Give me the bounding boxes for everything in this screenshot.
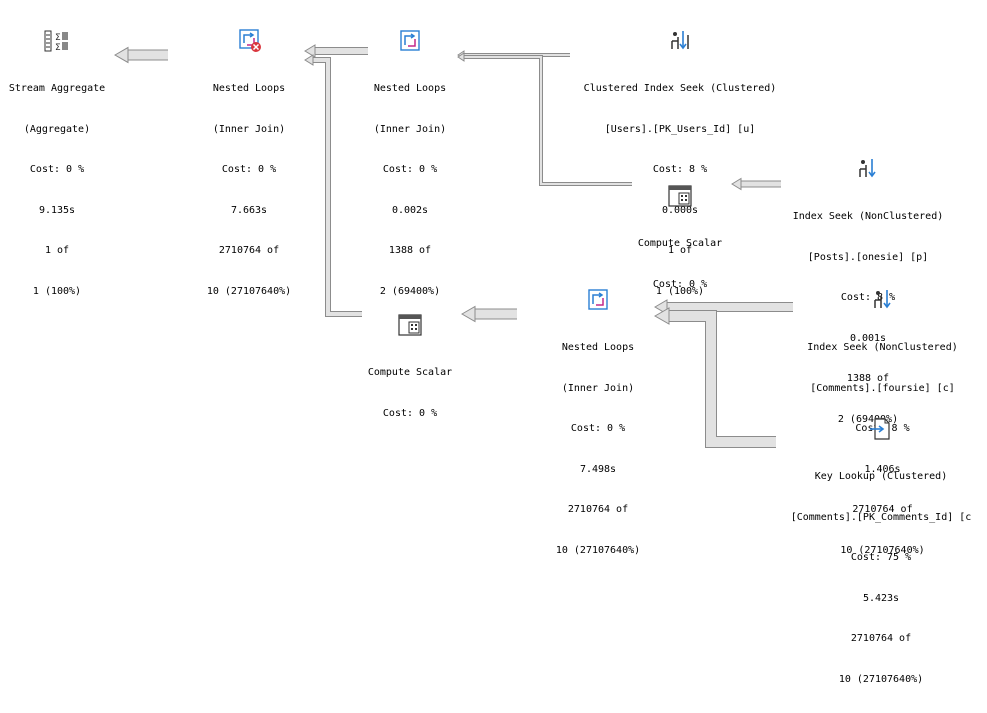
- node-rows-actual: 1388 of: [388, 245, 432, 256]
- compute-scalar-icon: [398, 314, 422, 336]
- arrow-key-lookup-to-nested-loops-3: [653, 307, 776, 448]
- node-rows-actual: 2710764 of: [850, 633, 912, 644]
- node-compute-scalar-2[interactable]: Compute Scalar Cost: 0 %: [360, 286, 460, 447]
- compute-scalar-icon: [668, 185, 692, 207]
- arrow-nested-loops-3-to-compute-scalar-2: [460, 305, 517, 323]
- node-rows-estimated: 10 (27107640%): [206, 285, 292, 297]
- plan-connectors: [113, 44, 793, 448]
- nested-loops-warning-icon: [239, 29, 261, 52]
- node-title: Index Seek (NonClustered): [807, 342, 958, 353]
- arrow-index-seek-posts-to-compute-scalar-1: [731, 177, 781, 191]
- node-key-lookup-comments[interactable]: Key Lookup (Clustered) [Comments].[PK_Co…: [776, 390, 986, 713]
- node-title: Nested Loops: [212, 83, 286, 94]
- node-rows-estimated: 1 (100%): [32, 285, 82, 297]
- node-compute-scalar-1[interactable]: Compute Scalar Cost: 0 %: [630, 157, 730, 318]
- svg-text:Σ: Σ: [55, 33, 61, 43]
- node-time: 9.135s: [38, 204, 76, 216]
- node-time: 7.663s: [230, 204, 268, 216]
- arrow-nested-loops-1-to-stream-aggregate: [113, 46, 168, 64]
- node-title: Key Lookup (Clustered): [814, 471, 948, 482]
- node-time: 0.002s: [391, 204, 429, 216]
- node-subtitle: (Inner Join): [561, 382, 635, 394]
- arrow-compute-scalar-2-to-nested-loops-1: [304, 54, 362, 317]
- node-title: Compute Scalar: [367, 367, 453, 378]
- node-rows-estimated: 10 (27107640%): [838, 673, 924, 685]
- node-cost: Cost: 0 %: [221, 164, 277, 175]
- node-rows-actual: 2710764 of: [567, 504, 629, 515]
- node-cost: Cost: 0 %: [29, 164, 85, 175]
- key-lookup-icon: [870, 418, 890, 440]
- node-cost: Cost: 75 %: [850, 552, 912, 563]
- svg-text:Σ: Σ: [55, 43, 61, 53]
- node-cost: Cost: 8 %: [652, 164, 708, 175]
- node-title: Compute Scalar: [637, 238, 723, 249]
- node-time: 7.498s: [579, 463, 617, 475]
- arrow-compute-scalar-1-to-nested-loops-2: [457, 52, 632, 186]
- arrow-nested-loops-2-to-nested-loops-1: [304, 44, 368, 58]
- index-seek-icon: [859, 159, 876, 178]
- node-object: [Comments].[PK_Comments_Id] [c: [790, 511, 972, 523]
- nested-loops-icon: [400, 30, 420, 51]
- node-rows-estimated: 2 (69400%): [379, 285, 441, 297]
- node-rows-estimated: 10 (27107640%): [555, 544, 641, 556]
- node-rows-estimated: 1 (100%): [655, 285, 705, 297]
- node-time: 0.001s: [849, 332, 887, 344]
- node-time: 0.000s: [661, 204, 699, 216]
- node-title: Index Seek (NonClustered): [792, 211, 944, 222]
- node-cost: Cost: 0 %: [570, 423, 626, 434]
- node-nested-loops-2[interactable]: Nested Loops (Inner Join) Cost: 0 % 0.00…: [360, 2, 460, 325]
- node-object: [Posts].[onesie] [p]: [807, 251, 929, 263]
- node-time: 5.423s: [862, 592, 900, 604]
- node-time: 1.406s: [864, 463, 901, 475]
- node-stream-aggregate[interactable]: Σ Σ Stream Aggregate (Aggregate) Cost: 0…: [2, 2, 112, 325]
- node-rows-actual: 1 of: [44, 245, 70, 256]
- node-object: [Comments].[foursie] [c]: [810, 382, 955, 394]
- clustered-index-seek-icon: [671, 31, 689, 50]
- node-title: Clustered Index Seek (Clustered): [583, 83, 777, 94]
- node-nested-loops-1[interactable]: Nested Loops (Inner Join) Cost: 0 % 7.66…: [186, 2, 312, 325]
- node-cost: Cost: 0 %: [382, 407, 438, 419]
- node-cost: Cost: 0 %: [382, 164, 438, 175]
- node-clustered-index-seek-users[interactable]: Clustered Index Seek (Clustered) [Users]…: [575, 2, 785, 325]
- node-title: Nested Loops: [561, 342, 635, 353]
- node-rows-actual: 2710764 of: [218, 245, 280, 256]
- node-cost: Cost: 0 %: [652, 278, 708, 290]
- node-subtitle: (Inner Join): [212, 123, 286, 135]
- node-title: Stream Aggregate: [8, 83, 106, 94]
- index-seek-icon: [873, 290, 891, 309]
- nested-loops-icon: [588, 289, 608, 310]
- node-rows-actual: 1 of: [667, 245, 693, 256]
- execution-plan-canvas: Σ Σ Stream Aggregate (Aggregate) Cost: 0…: [2, 2, 971, 685]
- node-rows-actual: 1388 of: [846, 373, 890, 384]
- node-title: Nested Loops: [373, 83, 447, 94]
- node-object: [Users].[PK_Users_Id] [u]: [604, 123, 756, 135]
- aggregate-icon: Σ Σ: [44, 30, 68, 53]
- node-rows-estimated: 2 (69400%): [837, 413, 899, 425]
- node-subtitle: (Aggregate): [23, 123, 91, 135]
- node-nested-loops-3[interactable]: Nested Loops (Inner Join) Cost: 0 % 7.49…: [535, 261, 661, 584]
- node-subtitle: (Inner Join): [373, 123, 447, 135]
